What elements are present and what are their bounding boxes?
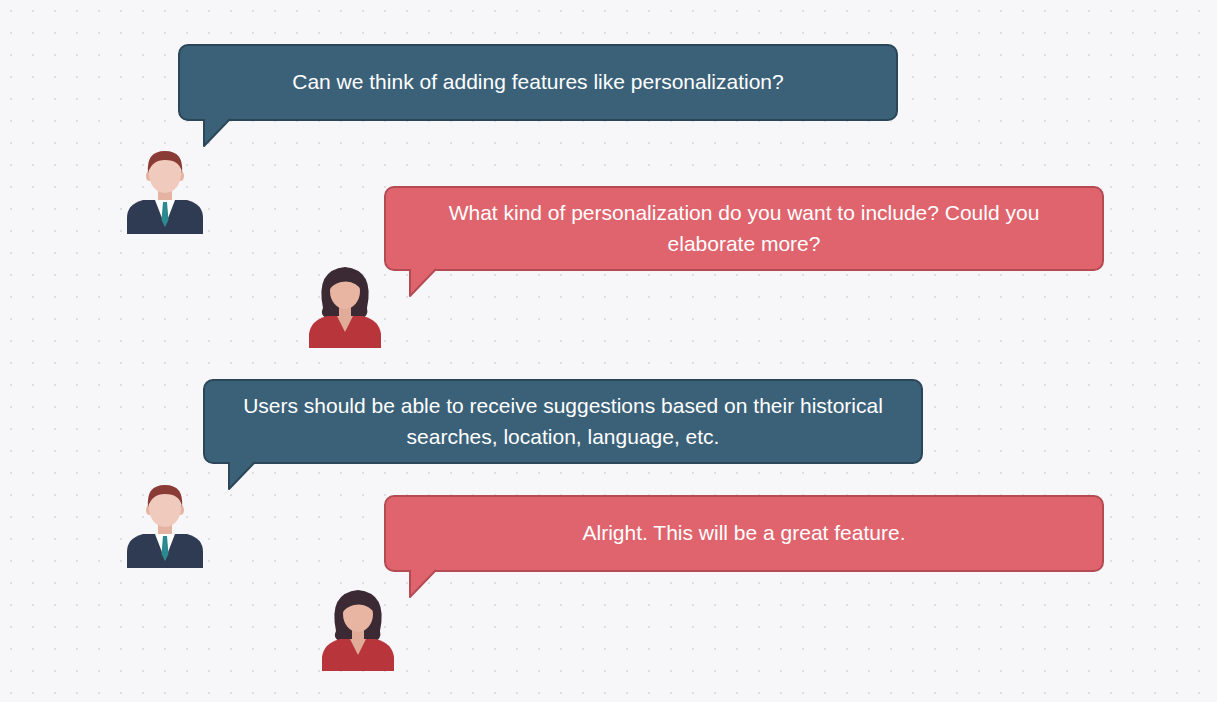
speech-bubble: What kind of personalization do you want… (384, 186, 1104, 271)
bubble-text: What kind of personalization do you want… (408, 198, 1080, 259)
female-avatar (322, 590, 394, 671)
bubble-tail (204, 119, 236, 151)
bubble-text: Can we think of adding features like per… (292, 67, 783, 97)
female-avatar (309, 267, 381, 348)
bubble-tail (229, 462, 261, 494)
speech-bubble: Alright. This will be a great feature. (384, 495, 1104, 572)
bubble-text: Alright. This will be a great feature. (583, 518, 906, 548)
male-avatar (127, 485, 203, 568)
bubble-tail (410, 269, 442, 301)
male-avatar (127, 151, 203, 234)
bubble-text: Users should be able to receive suggesti… (227, 391, 899, 452)
bubble-tail (410, 570, 442, 602)
speech-bubble: Can we think of adding features like per… (178, 44, 898, 121)
speech-bubble: Users should be able to receive suggesti… (203, 379, 923, 464)
